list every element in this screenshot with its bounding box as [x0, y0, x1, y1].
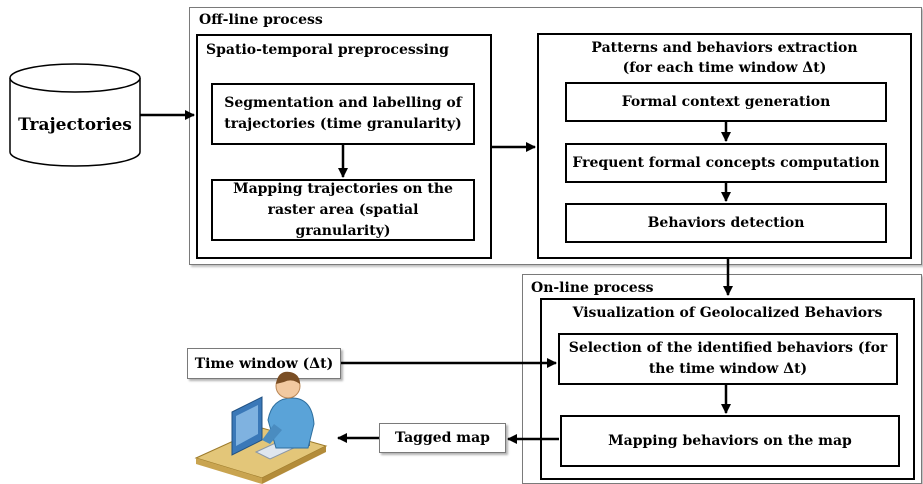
behaviors-detection-node: Behaviors detection [565, 203, 887, 243]
patterns-title-line1: Patterns and behaviors extraction [591, 40, 858, 56]
formal-context-node: Formal context generation [565, 82, 887, 122]
preprocessing-title: Spatio-temporal preprocessing [206, 42, 449, 58]
offline-title: Off-line process [199, 12, 323, 28]
selection-node: Selection of the identified behaviors (f… [558, 333, 898, 385]
mapping-behaviors-node: Mapping behaviors on the map [560, 415, 900, 467]
patterns-title-line2: (for each time window Δt) [622, 60, 827, 76]
segmentation-node: Segmentation and labelling of trajectori… [211, 83, 475, 145]
mapping-trajectories-node: Mapping trajectories on the raster area … [211, 179, 475, 241]
frequent-concepts-node: Frequent formal concepts computation [565, 143, 887, 183]
tagged-map-tag: Tagged map [379, 423, 506, 453]
trajectories-label: Trajectories [18, 115, 132, 135]
visualization-title: Visualization of Geolocalized Behaviors [572, 305, 883, 321]
time-window-tag: Time window (Δt) [187, 348, 341, 379]
patterns-title: Patterns and behaviors extraction (for e… [537, 38, 912, 78]
online-title: On-line process [531, 280, 654, 296]
